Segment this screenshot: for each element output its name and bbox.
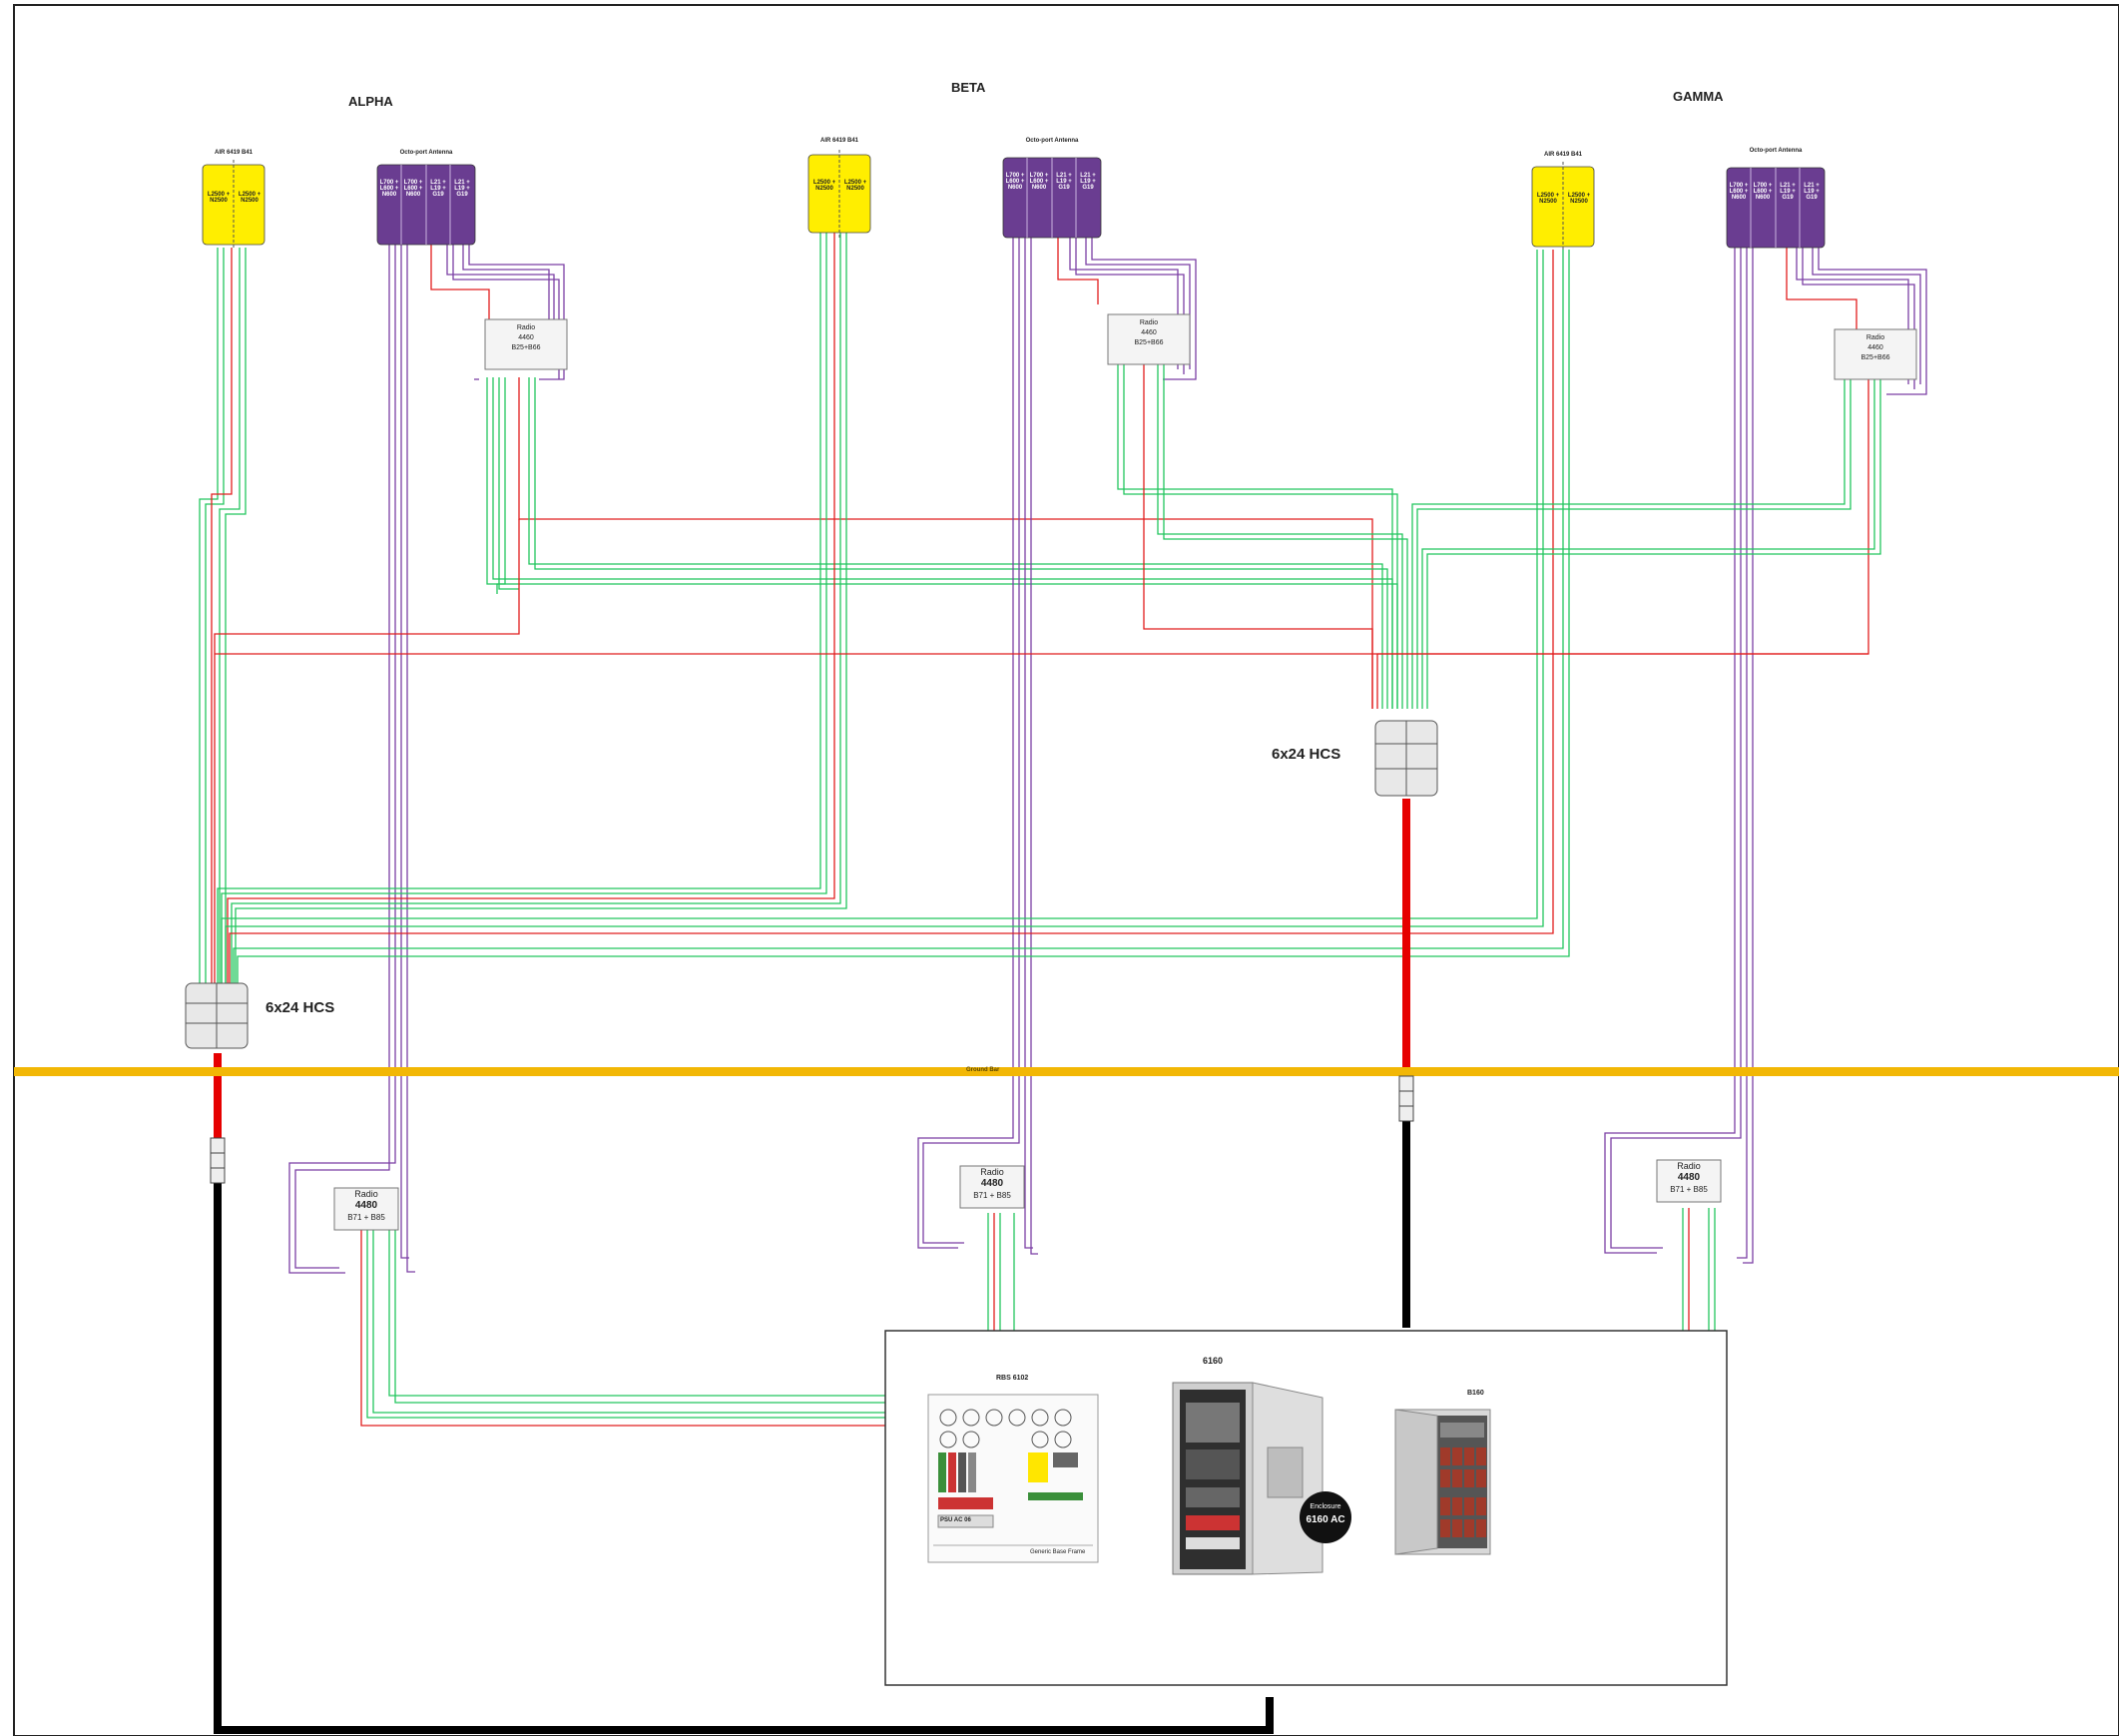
connector-left	[210, 1137, 226, 1184]
enclosure-title: 6160	[1203, 1356, 1224, 1366]
radio4480-to-rbs-cables	[360, 1203, 1716, 1427]
radio-4460-beta-line3: B25+B66	[1134, 339, 1164, 346]
hcs-right	[1374, 720, 1438, 797]
radio-4480-beta-line1: Radio	[980, 1167, 1004, 1177]
octo-beta-title: Octo-port Antenna	[1025, 138, 1079, 144]
octo-alpha-port-1: L700 + L600 + N600	[379, 180, 399, 198]
radio-4460-alpha-line1: Radio	[516, 324, 536, 331]
octo-beta-port-2: L700 + L600 + N600	[1029, 173, 1049, 191]
air-gamma-title: AIR 6419 B41	[1543, 152, 1583, 158]
air-beta-title: AIR 6419 B41	[819, 138, 859, 144]
battery-b160	[1394, 1409, 1491, 1555]
radio-4480-alpha-line2: 4480	[354, 1200, 378, 1211]
octo-beta-port-1: L700 + L600 + N600	[1005, 173, 1025, 191]
battery-title: B160	[1467, 1390, 1484, 1397]
octo-beta-port-3: L21 + L19 + G19	[1056, 173, 1072, 191]
radio-4480-gamma-line1: Radio	[1677, 1161, 1701, 1171]
radio-4460-gamma-line3: B25+B66	[1860, 354, 1890, 361]
alpha-cables	[199, 245, 1398, 1274]
hcs-right-label: 6x24 HCS	[1272, 746, 1341, 763]
beta-cables	[217, 232, 1408, 1255]
radio-4480-beta-line2: 4480	[980, 1178, 1004, 1189]
enclosure-badge-line1: Enclosure	[1310, 1503, 1341, 1510]
hcs-left	[185, 982, 249, 1049]
radio-4480-beta-line3: B71 + B85	[973, 1191, 1011, 1200]
octo-antenna-gamma	[1726, 167, 1826, 249]
radio-4460-alpha-line3: B25+B66	[511, 344, 541, 351]
radio-4480-alpha-line3: B71 + B85	[347, 1213, 385, 1222]
octo-antenna-beta	[1002, 157, 1102, 239]
enclosure-badge-line2: 6160 AC	[1306, 1514, 1345, 1525]
radio-4480-alpha-line1: Radio	[354, 1189, 378, 1199]
radio-4460-beta-line2: 4460	[1141, 329, 1157, 336]
radio-4460-alpha	[484, 318, 568, 370]
radio-4460-beta-line1: Radio	[1139, 319, 1159, 326]
octo-gamma-port-4: L21 + L19 + G19	[1804, 183, 1820, 201]
air-alpha-title: AIR 6419 B41	[214, 150, 254, 156]
octo-antenna-alpha	[376, 164, 476, 246]
sector-label-gamma: GAMMA	[1673, 89, 1724, 104]
rbs-title: RBS 6102	[996, 1375, 1029, 1382]
radio-4480-beta	[959, 1165, 1025, 1209]
ground-bar-label: Ground Bar	[966, 1067, 1000, 1073]
air-antenna-gamma	[1531, 162, 1595, 252]
rbs-footer-label: Generic Base Frame	[1030, 1549, 1086, 1555]
enclosure-6160	[1172, 1382, 1351, 1575]
hcs-left-label: 6x24 HCS	[265, 999, 335, 1016]
gamma-cables	[215, 248, 1927, 1264]
connector-right	[1398, 1075, 1414, 1122]
page-border	[13, 4, 2119, 1736]
octo-beta-port-4: L21 + L19 + G19	[1080, 173, 1096, 191]
radio-4460-beta	[1107, 313, 1191, 365]
radio-4480-gamma-line3: B71 + B85	[1670, 1185, 1708, 1194]
air-alpha-cell-2: L2500 + N2500	[238, 192, 262, 204]
radio-4480-alpha	[333, 1187, 399, 1231]
octo-gamma-port-3: L21 + L19 + G19	[1780, 183, 1796, 201]
octo-gamma-port-2: L700 + L600 + N600	[1753, 183, 1773, 201]
rbs-psu-label: PSU AC 06	[940, 1517, 971, 1523]
radio-4460-gamma	[1834, 328, 1917, 380]
radio-4460-gamma-line2: 4460	[1867, 344, 1883, 351]
octo-alpha-port-2: L700 + L600 + N600	[403, 180, 423, 198]
air-antenna-beta	[807, 150, 871, 238]
radio-4460-gamma-line1: Radio	[1865, 334, 1885, 341]
rbs-6102-cabinet	[927, 1394, 1099, 1563]
sector-label-beta: BETA	[951, 80, 986, 95]
sector-label-alpha: ALPHA	[348, 94, 393, 109]
air-alpha-cell-1: L2500 + N2500	[207, 192, 231, 204]
radio-4460-alpha-line2: 4460	[518, 334, 534, 341]
octo-alpha-title: Octo-port Antenna	[399, 150, 453, 156]
air-beta-cell-1: L2500 + N2500	[812, 180, 836, 192]
air-gamma-cell-1: L2500 + N2500	[1536, 193, 1560, 205]
octo-gamma-port-1: L700 + L600 + N600	[1729, 183, 1749, 201]
air-gamma-cell-2: L2500 + N2500	[1567, 193, 1591, 205]
octo-gamma-title: Octo-port Antenna	[1749, 148, 1803, 154]
radio-4480-gamma-line2: 4480	[1677, 1172, 1701, 1183]
air-antenna-alpha	[202, 160, 265, 250]
octo-alpha-port-4: L21 + L19 + G19	[454, 180, 470, 198]
ground-bar	[14, 1067, 2119, 1076]
air-beta-cell-2: L2500 + N2500	[843, 180, 867, 192]
octo-alpha-port-3: L21 + L19 + G19	[430, 180, 446, 198]
radio-4480-gamma	[1656, 1159, 1722, 1203]
